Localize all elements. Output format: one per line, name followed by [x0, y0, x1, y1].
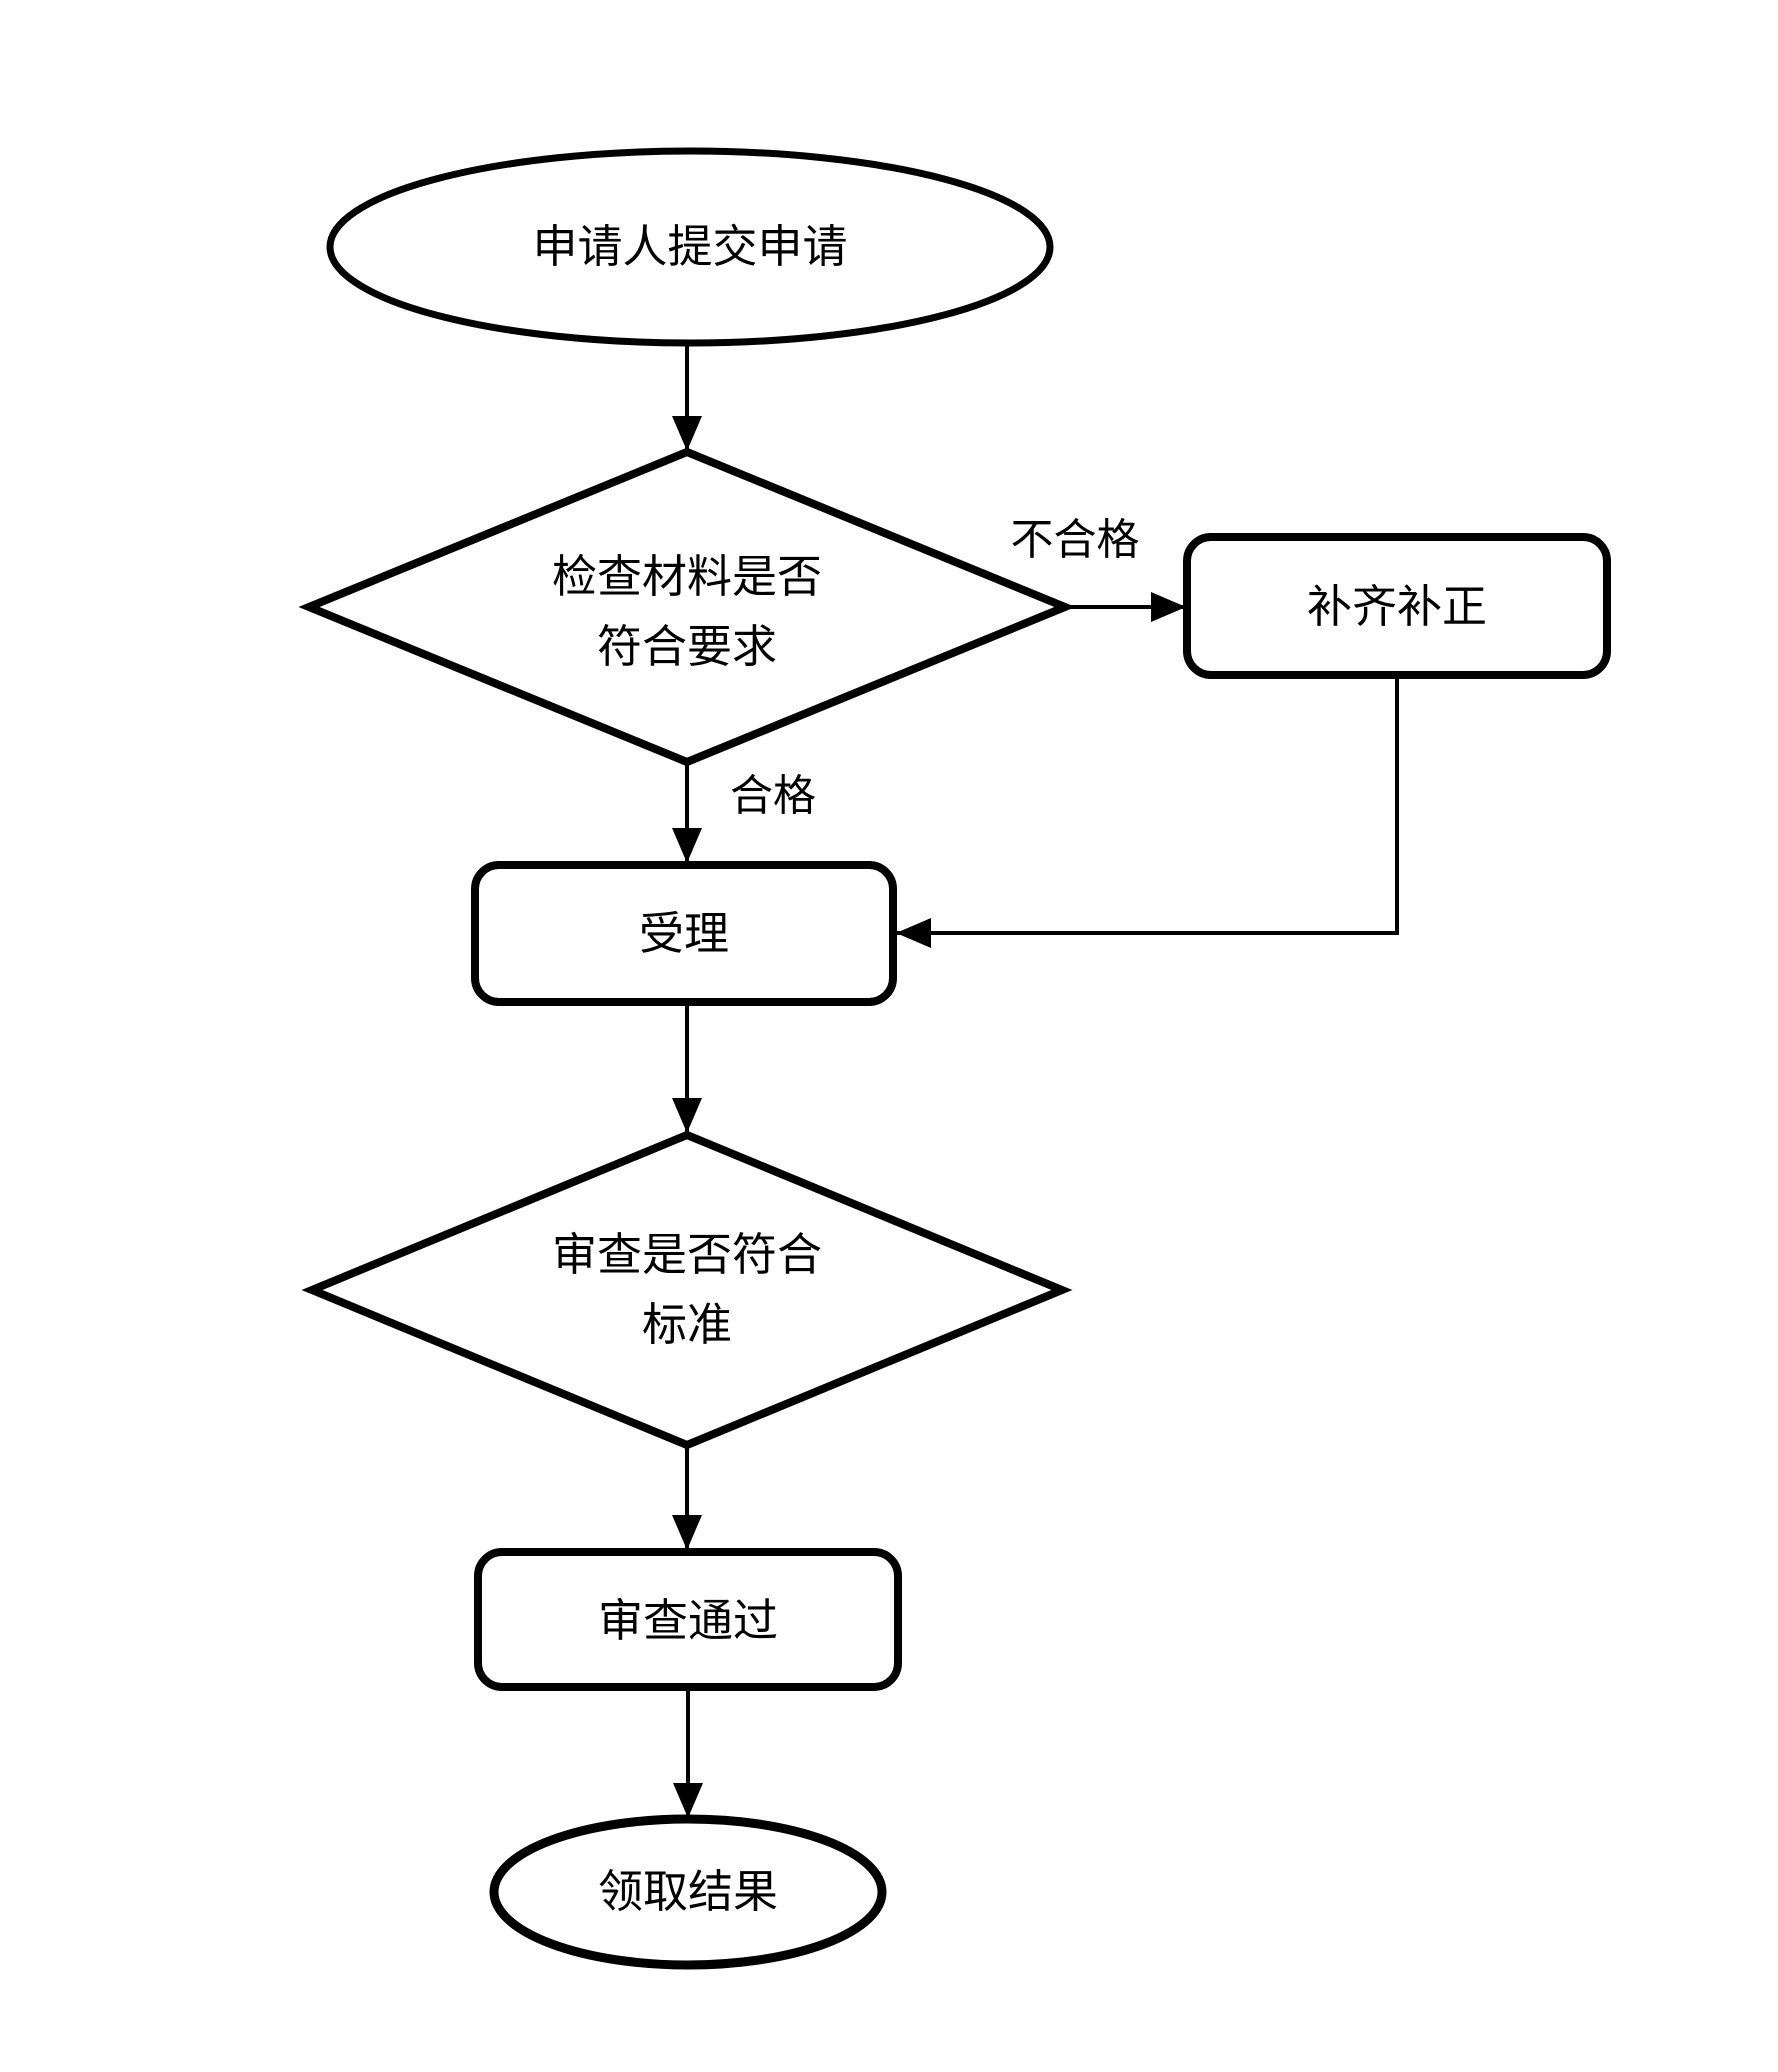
accept-box-shape [471, 861, 897, 1006]
review-diamond-shape [301, 1130, 1073, 1450]
edge-supplement-to-accept [896, 675, 1399, 948]
passed-box-shape [474, 1548, 902, 1691]
start-ellipse-shape [326, 147, 1054, 347]
start-label: 申请人提交申请 [532, 222, 847, 272]
supplement-box-shape [1183, 533, 1611, 679]
check-label-line2: 符合要求 [597, 622, 777, 672]
review-label-line2: 标准 [642, 1300, 732, 1350]
edge-label-fail: 不合格 [1011, 518, 1140, 565]
end-label: 领取结果 [598, 1867, 778, 1917]
check-label-line1: 检查材料是否 [552, 552, 822, 602]
review-label-line1: 审查是否符合 [552, 1230, 822, 1280]
node-start: 申请人提交申请 [326, 147, 1054, 347]
supplement-label: 补齐补正 [1307, 582, 1487, 632]
edge-label-pass: 合格 [730, 774, 816, 821]
node-review-passed: 审查通过 [474, 1548, 902, 1691]
node-review: 审查是否符合 标准 [301, 1130, 1073, 1450]
node-check-materials: 检查材料是否 符合要求 [298, 447, 1076, 767]
check-diamond-shape [298, 447, 1076, 767]
passed-label: 审查通过 [598, 1596, 778, 1646]
node-end: 领取结果 [489, 1814, 887, 1970]
accept-label: 受理 [639, 909, 729, 959]
node-accept: 受理 [471, 861, 897, 1006]
end-ellipse-shape [489, 1814, 887, 1970]
node-supplement: 补齐补正 [1183, 533, 1611, 679]
